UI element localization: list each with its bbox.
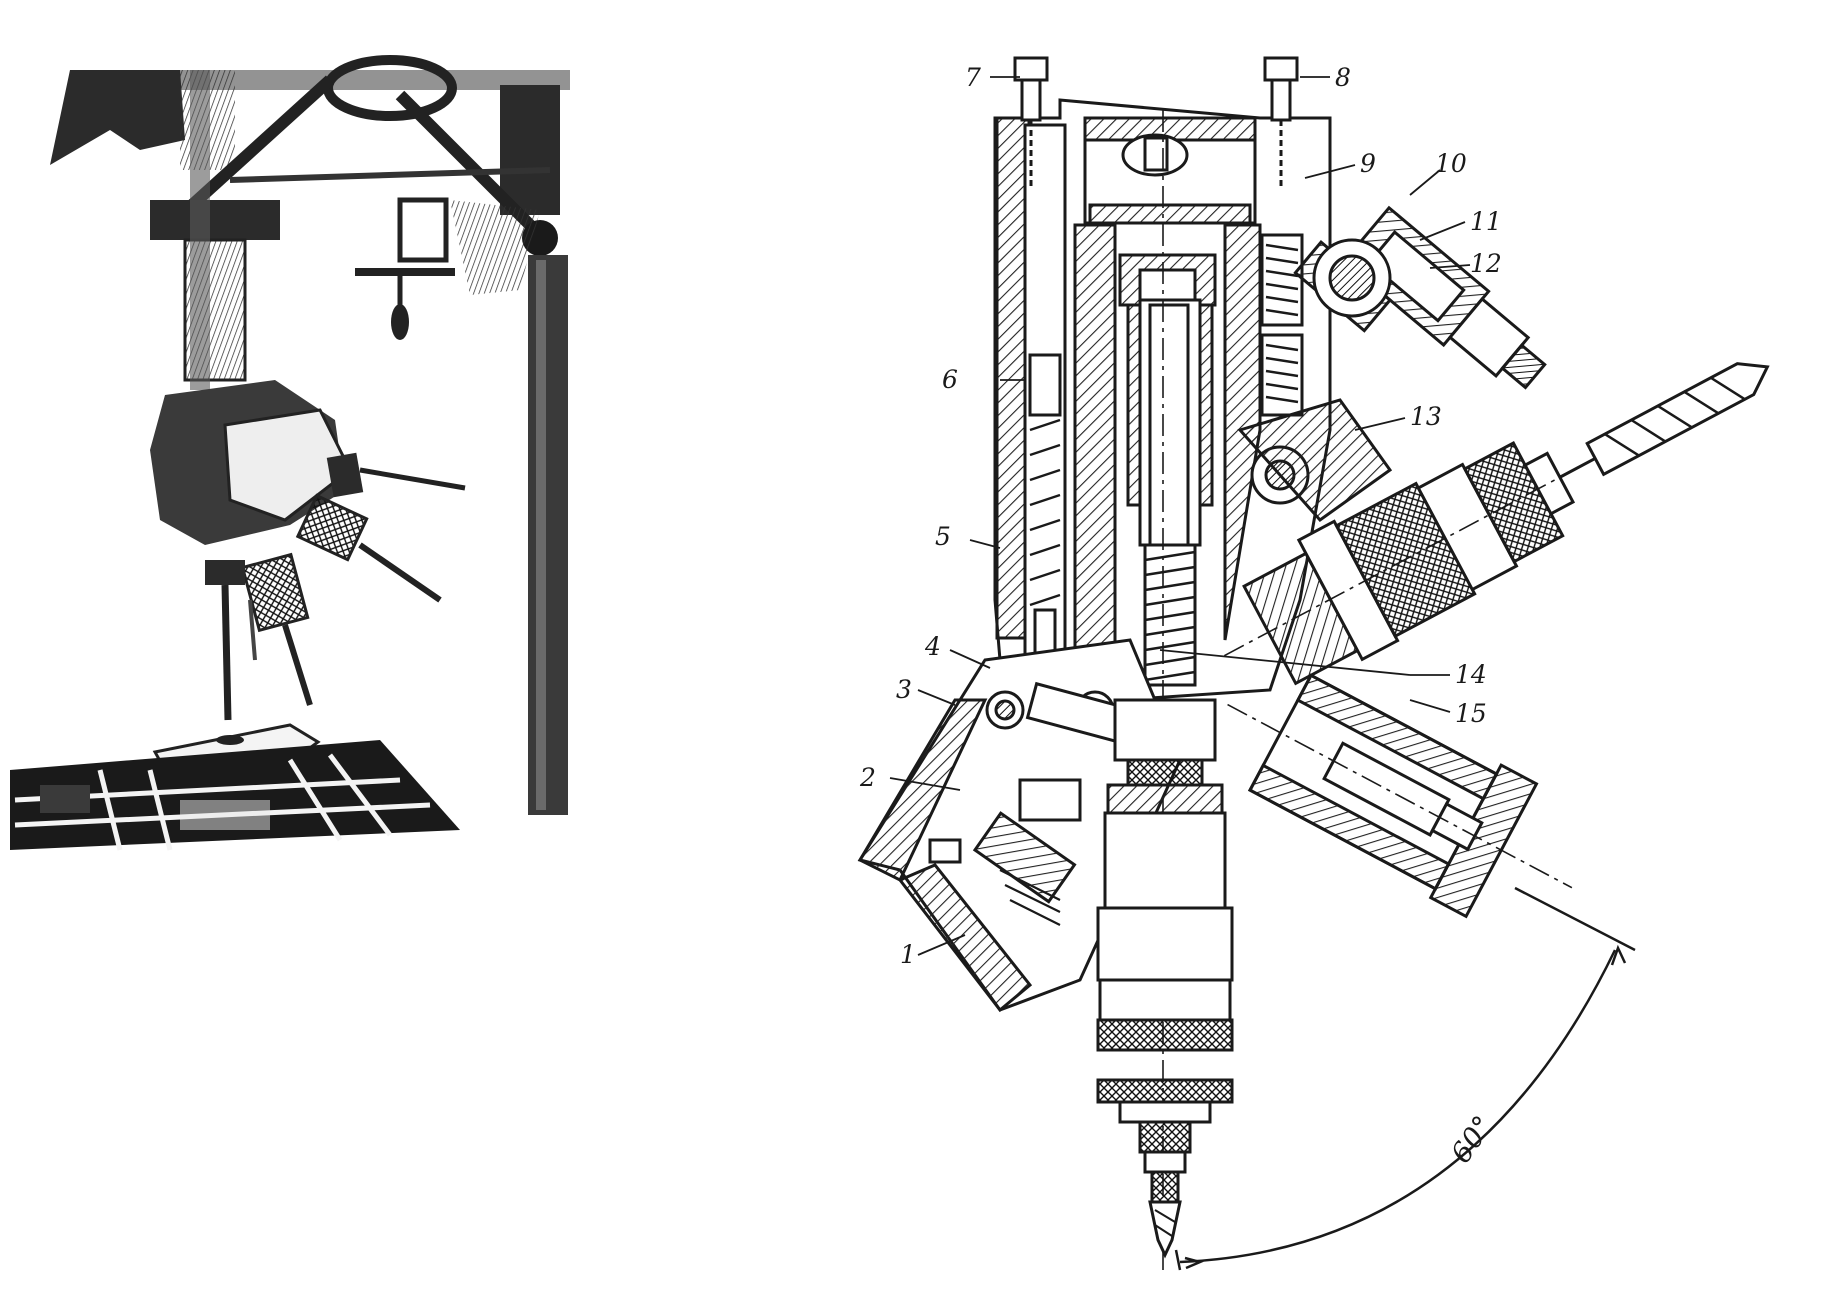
central-drill-chuck xyxy=(1096,698,1234,1259)
angle-label-60: 60° xyxy=(1444,1110,1500,1170)
callout-9: 9 xyxy=(1360,149,1376,178)
lower-right-spindle xyxy=(1227,673,1573,919)
callout-1: 1 xyxy=(900,940,916,969)
callout-3: 3 xyxy=(896,675,912,704)
callout-14: 14 xyxy=(1455,660,1487,689)
callout-13: 13 xyxy=(1410,402,1442,431)
callout-15: 15 xyxy=(1455,699,1487,728)
callout-10: 10 xyxy=(1435,149,1467,178)
angle-indicator xyxy=(1174,886,1636,1271)
callout-leaders xyxy=(889,76,1471,956)
drill-press-illustration xyxy=(10,55,570,851)
callout-4: 4 xyxy=(924,632,941,661)
callout-2: 2 xyxy=(859,763,876,792)
callout-6: 6 xyxy=(942,365,958,394)
callout-7: 7 xyxy=(965,63,981,92)
callout-8: 8 xyxy=(1335,63,1351,92)
callout-5: 5 xyxy=(935,522,951,551)
callout-11: 11 xyxy=(1470,207,1502,236)
upper-angled-spindle xyxy=(1237,205,1547,523)
callout-12: 12 xyxy=(1470,249,1502,278)
